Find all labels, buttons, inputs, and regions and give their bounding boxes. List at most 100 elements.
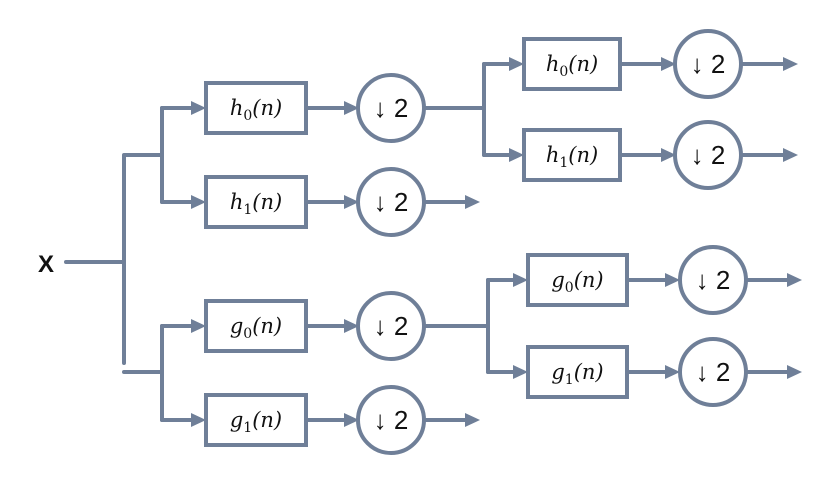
arrowhead <box>465 195 480 209</box>
arrowhead <box>665 365 680 379</box>
filter-argument: (n) <box>252 96 282 120</box>
arrowhead <box>344 319 359 333</box>
filter-argument: (n) <box>568 143 598 167</box>
filter-base: g <box>551 268 564 292</box>
downsampler-circle <box>673 29 743 99</box>
arrowhead <box>787 273 802 287</box>
downsample-label: ↓ 2 <box>374 93 409 123</box>
diagram-nodes: h0(n)h1(n)g0(n)g1(n)h0(n)h1(n)g0(n)g1(n)… <box>204 29 748 455</box>
downsampler-node: ↓ 2 <box>673 29 743 99</box>
filter-box-frame <box>204 175 308 229</box>
filter-subscript: 1 <box>565 372 574 388</box>
filter-box-frame <box>204 81 308 135</box>
downsampler-circle <box>678 337 748 407</box>
downsampler-node: ↓ 2 <box>678 245 748 315</box>
filter-label: g1(n) <box>551 360 603 388</box>
filter-box-g0-level1: g0(n) <box>204 299 308 353</box>
arrowhead <box>344 101 359 115</box>
arrowheads <box>191 57 802 427</box>
filter-argument: (n) <box>574 268 604 292</box>
filter-base: h <box>230 190 244 214</box>
input-label: X <box>38 251 54 278</box>
filter-box-frame <box>522 37 622 91</box>
filter-argument: (n) <box>252 190 282 214</box>
downsampler-node: ↓ 2 <box>356 385 426 455</box>
filter-box-frame <box>522 128 622 182</box>
filter-box-frame <box>526 345 629 399</box>
arrowhead <box>509 57 524 71</box>
filter-base: h <box>546 143 560 167</box>
filter-base: g <box>230 408 243 432</box>
filter-base: g <box>230 314 243 338</box>
filter-label: h1(n) <box>546 143 598 171</box>
arrowhead <box>783 148 798 162</box>
filter-box-g1-level1: g1(n) <box>204 393 308 447</box>
filter-box-h1-level1: h1(n) <box>204 175 308 229</box>
downsampler-node: ↓ 2 <box>356 73 426 143</box>
filter-label: h0(n) <box>230 96 282 124</box>
arrowhead <box>191 413 206 427</box>
downsample-label: ↓ 2 <box>696 265 731 295</box>
downsampler-node: ↓ 2 <box>678 337 748 407</box>
downsampler-circle <box>356 73 426 143</box>
connector-lines <box>64 62 790 422</box>
filter-box-frame <box>204 393 308 447</box>
filter-subscript: 1 <box>243 420 252 436</box>
downsample-label: ↓ 2 <box>374 405 409 435</box>
arrowhead <box>191 319 206 333</box>
filter-box-h0-level2: h0(n) <box>522 37 622 91</box>
filter-argument: (n) <box>568 52 598 76</box>
downsampler-circle <box>356 291 426 361</box>
arrowhead <box>191 195 206 209</box>
downsampler-circle <box>673 120 743 190</box>
downsampler-circle <box>678 245 748 315</box>
downsampler-node: ↓ 2 <box>356 167 426 237</box>
filter-subscript: 0 <box>243 108 252 124</box>
filter-box-frame <box>204 299 308 353</box>
filter-base: g <box>551 360 564 384</box>
filter-label: h0(n) <box>546 52 598 80</box>
connector-line <box>122 153 164 365</box>
filter-label: g1(n) <box>230 408 282 436</box>
downsample-label: ↓ 2 <box>374 311 409 341</box>
filter-box-h0-level1: h0(n) <box>204 81 308 135</box>
filter-label: g0(n) <box>230 314 282 342</box>
downsample-label: ↓ 2 <box>374 187 409 217</box>
downsample-label: ↓ 2 <box>696 357 731 387</box>
filter-subscript: 0 <box>565 280 574 296</box>
arrowhead <box>513 273 528 287</box>
downsample-label: ↓ 2 <box>691 140 726 170</box>
filter-label: h1(n) <box>230 190 282 218</box>
filter-argument: (n) <box>252 408 282 432</box>
downsampler-circle <box>356 167 426 237</box>
arrowhead <box>509 148 524 162</box>
filter-subscript: 0 <box>559 64 568 80</box>
filter-subscript: 0 <box>243 326 252 342</box>
filter-base: h <box>230 96 244 120</box>
arrowhead <box>465 413 480 427</box>
arrowhead <box>344 195 359 209</box>
arrowhead <box>661 148 676 162</box>
arrowhead <box>787 365 802 379</box>
filter-base: h <box>546 52 560 76</box>
downsampler-circle <box>356 385 426 455</box>
filter-box-g1-level2: g1(n) <box>526 345 629 399</box>
filter-box-g0-level2: g0(n) <box>526 253 629 307</box>
arrowhead <box>513 365 528 379</box>
filter-argument: (n) <box>252 314 282 338</box>
filter-argument: (n) <box>574 360 604 384</box>
arrowhead <box>665 273 680 287</box>
downsampler-node: ↓ 2 <box>673 120 743 190</box>
filter-subscript: 1 <box>559 155 568 171</box>
arrowhead <box>661 57 676 71</box>
filter-subscript: 1 <box>243 202 252 218</box>
arrowhead <box>191 101 206 115</box>
filter-box-frame <box>526 253 629 307</box>
filter-label: g0(n) <box>551 268 603 296</box>
downsampler-node: ↓ 2 <box>356 291 426 361</box>
arrowhead <box>344 413 359 427</box>
downsample-label: ↓ 2 <box>691 49 726 79</box>
arrowhead <box>783 57 798 71</box>
filter-box-h1-level2: h1(n) <box>522 128 622 182</box>
